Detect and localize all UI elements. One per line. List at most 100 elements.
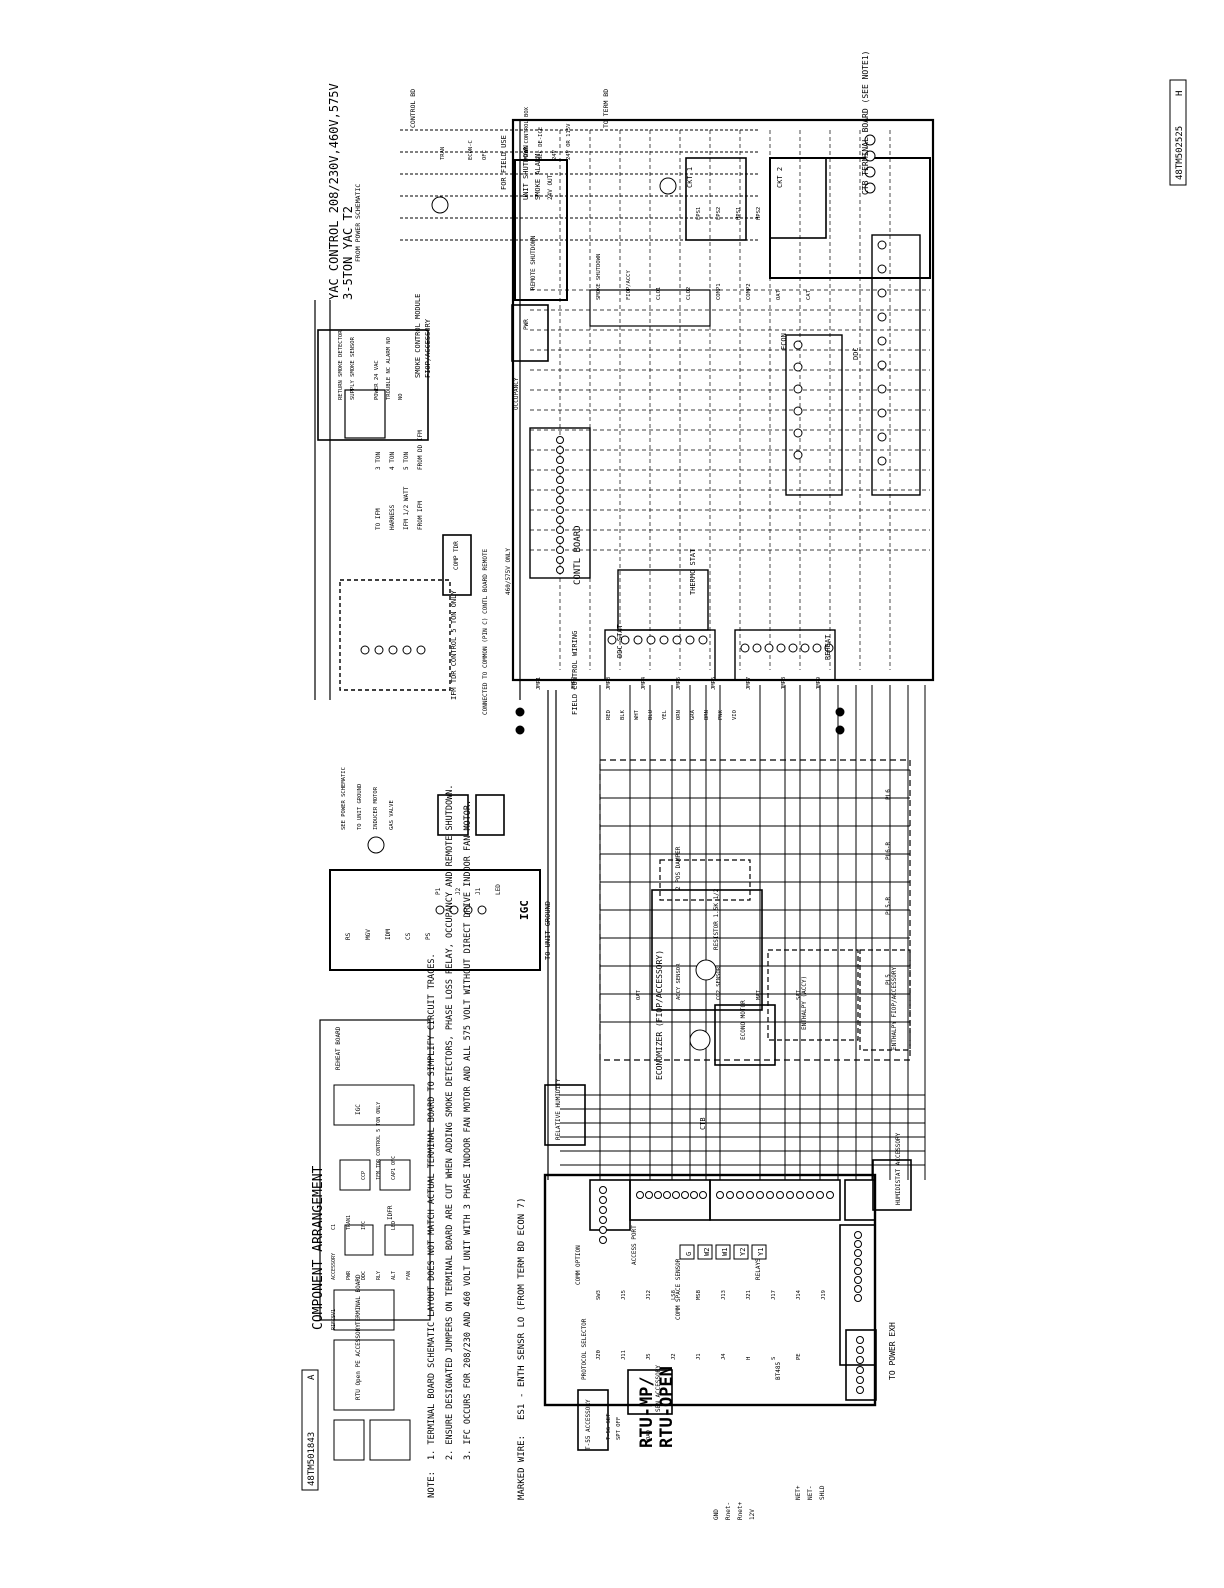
section-pwr: PWR [523, 319, 530, 330]
unit-shutdown-box [514, 159, 568, 301]
rtu-j2-terminal-6 [776, 1191, 784, 1199]
relay-Y1: Y1 [757, 1248, 765, 1256]
junction-dot-3 [835, 725, 845, 735]
rtu-j11 [839, 1224, 876, 1366]
rtu-label-27: H [746, 1357, 752, 1360]
econ-label-1: OAT [636, 989, 642, 1000]
igc-label: IGC [518, 900, 531, 920]
rtu-j11-terminal-0 [854, 1231, 862, 1239]
power-from-schematic: FROM POWER SCHEMATIC [354, 184, 362, 262]
ddcstat-terminal-1 [620, 635, 630, 645]
rtu-label-28: S [771, 1357, 777, 1360]
econ-label-3: ACCY SENSOR [676, 963, 682, 1000]
ctb-title: CTB TERMINAL BOARD (SEE NOTE1) [861, 51, 870, 196]
rtu-j3 [844, 1179, 876, 1221]
net-wire-2: SHLD [819, 1485, 826, 1500]
rtu-j2-terminal-0 [716, 1191, 724, 1199]
ckt1-label: CKT 1 [686, 167, 694, 188]
section-econ: ECON [780, 333, 788, 350]
igc-part-1: J2 [455, 887, 462, 895]
ifm-terminal-4 [416, 645, 426, 655]
ddc-terminal-9 [877, 456, 887, 466]
rtu-title-1: RTU-MP/ [637, 1376, 657, 1448]
econ-terminal-1 [793, 362, 803, 372]
smoke-label-5: TROUBLE NC ALARM NO [386, 337, 392, 400]
contl-terminal-11 [556, 546, 564, 554]
power-label-10: 24V OR 115V [566, 123, 572, 160]
circuit-3: LPS2 [716, 207, 722, 220]
acc-block-2: SPT OFF [616, 1417, 622, 1440]
rtu-j11-terminal-2 [854, 1249, 862, 1257]
enthalpy-fiop-box [859, 949, 911, 1051]
rtu-j11-terminal-6 [854, 1285, 862, 1293]
enthalpy-accy-label: ENTHALPY (ACCY) [801, 976, 808, 1030]
field-wiring-label: FIELD CONTROL WIRING [571, 631, 579, 715]
power-label-8: SEC DE-ICE [538, 127, 544, 160]
rtu-j4-terminal-0 [599, 1186, 607, 1194]
reheat-terminal-0 [740, 643, 750, 653]
contl-board-strip [529, 427, 591, 579]
relay-box-Y1 [751, 1244, 767, 1260]
ca-item-13: PWR [346, 1270, 352, 1280]
acc-block-5: OAQ [646, 1430, 652, 1440]
relay-box-G [679, 1244, 695, 1260]
ddcstat-terminal-0 [607, 635, 617, 645]
ddc-terminal-3 [877, 312, 887, 322]
net-wire-1: NET- [807, 1486, 814, 1500]
ofm-motor [659, 177, 677, 195]
comp-terminal-board [333, 1289, 395, 1331]
ckt2-box [769, 157, 827, 239]
plug-pl6: PL6 [885, 789, 892, 800]
relay-box-W2 [697, 1244, 713, 1260]
rtu-title-2: RTU-OPEN [657, 1366, 677, 1448]
rtu-j11-terminal-7 [854, 1294, 862, 1302]
rtu-j11-terminal-4 [854, 1267, 862, 1275]
relay-W1: W1 [721, 1248, 729, 1256]
rtu-j11-terminal-5 [854, 1276, 862, 1284]
rtu-j1-terminal-0 [636, 1191, 644, 1199]
wire-color-gra: GRA [690, 709, 696, 720]
rtu-j14-terminal-0 [856, 1336, 864, 1344]
jumper-jmp8: JMP8 [781, 677, 787, 690]
igc-part-5: MGV [365, 929, 372, 940]
comp-rifcsv [333, 1419, 365, 1461]
ca-item-15: RLY [376, 1271, 382, 1280]
rtu-j2-terminal-8 [796, 1191, 804, 1199]
ddc-block [871, 234, 921, 496]
field-wiring-460: 460/575V ONLY [505, 548, 512, 595]
ca-item-2: CCP [361, 1171, 367, 1180]
smoke-module-fiop: FIOP/ACCESSORY [424, 318, 432, 378]
section-17: COMP2 [746, 283, 752, 300]
section-thermostat: THERMO STAT [689, 548, 697, 595]
reheat-terminal-5 [800, 643, 810, 653]
rtu-j14-terminal-1 [856, 1346, 864, 1354]
wire-color-blu: BLU [648, 710, 654, 720]
jumper-jmp5: JMP5 [676, 677, 682, 690]
section-16: COMP1 [716, 283, 722, 300]
section-occupancy: OCCUPANCY [513, 377, 520, 410]
ca-reheat-board: REHEAT BOARD [335, 1026, 342, 1070]
bt485-wire-2: Rnet+ [737, 1502, 744, 1520]
relay-box-Y2 [733, 1244, 749, 1260]
rtu-label-13: J17 [771, 1290, 777, 1300]
power-label-7: FROM CONTROL BOX [524, 106, 530, 160]
acc-block-1: T-56 SET [606, 1413, 612, 1440]
section-ddc-stat: DDC STAT [616, 623, 624, 658]
rtu-j2-terminal-11 [826, 1191, 834, 1199]
rtu-access-port: ACCESS PORT [631, 1225, 638, 1265]
comp-tdr-box [442, 534, 472, 596]
section-reheat: REHEAT [824, 634, 832, 660]
igc-terminal-0 [435, 905, 445, 915]
ddc-stat-block [604, 629, 716, 681]
wire-color-blk: BLK [620, 709, 626, 720]
rtu-j14-terminal-4 [856, 1376, 864, 1384]
inducer-symbol [367, 836, 385, 854]
ctb-terminal-board [769, 157, 931, 279]
rtu-j14-terminal-3 [856, 1366, 864, 1374]
power-label-3: ECON-C [468, 140, 474, 160]
section-unit-shutdown: UNIT SHUTDOWN [522, 145, 530, 200]
wire-color-vio: VIO [732, 710, 738, 720]
motor-label-7: FROM IFM [417, 501, 424, 530]
damper-label: 2 POS DAMPER [675, 846, 682, 890]
